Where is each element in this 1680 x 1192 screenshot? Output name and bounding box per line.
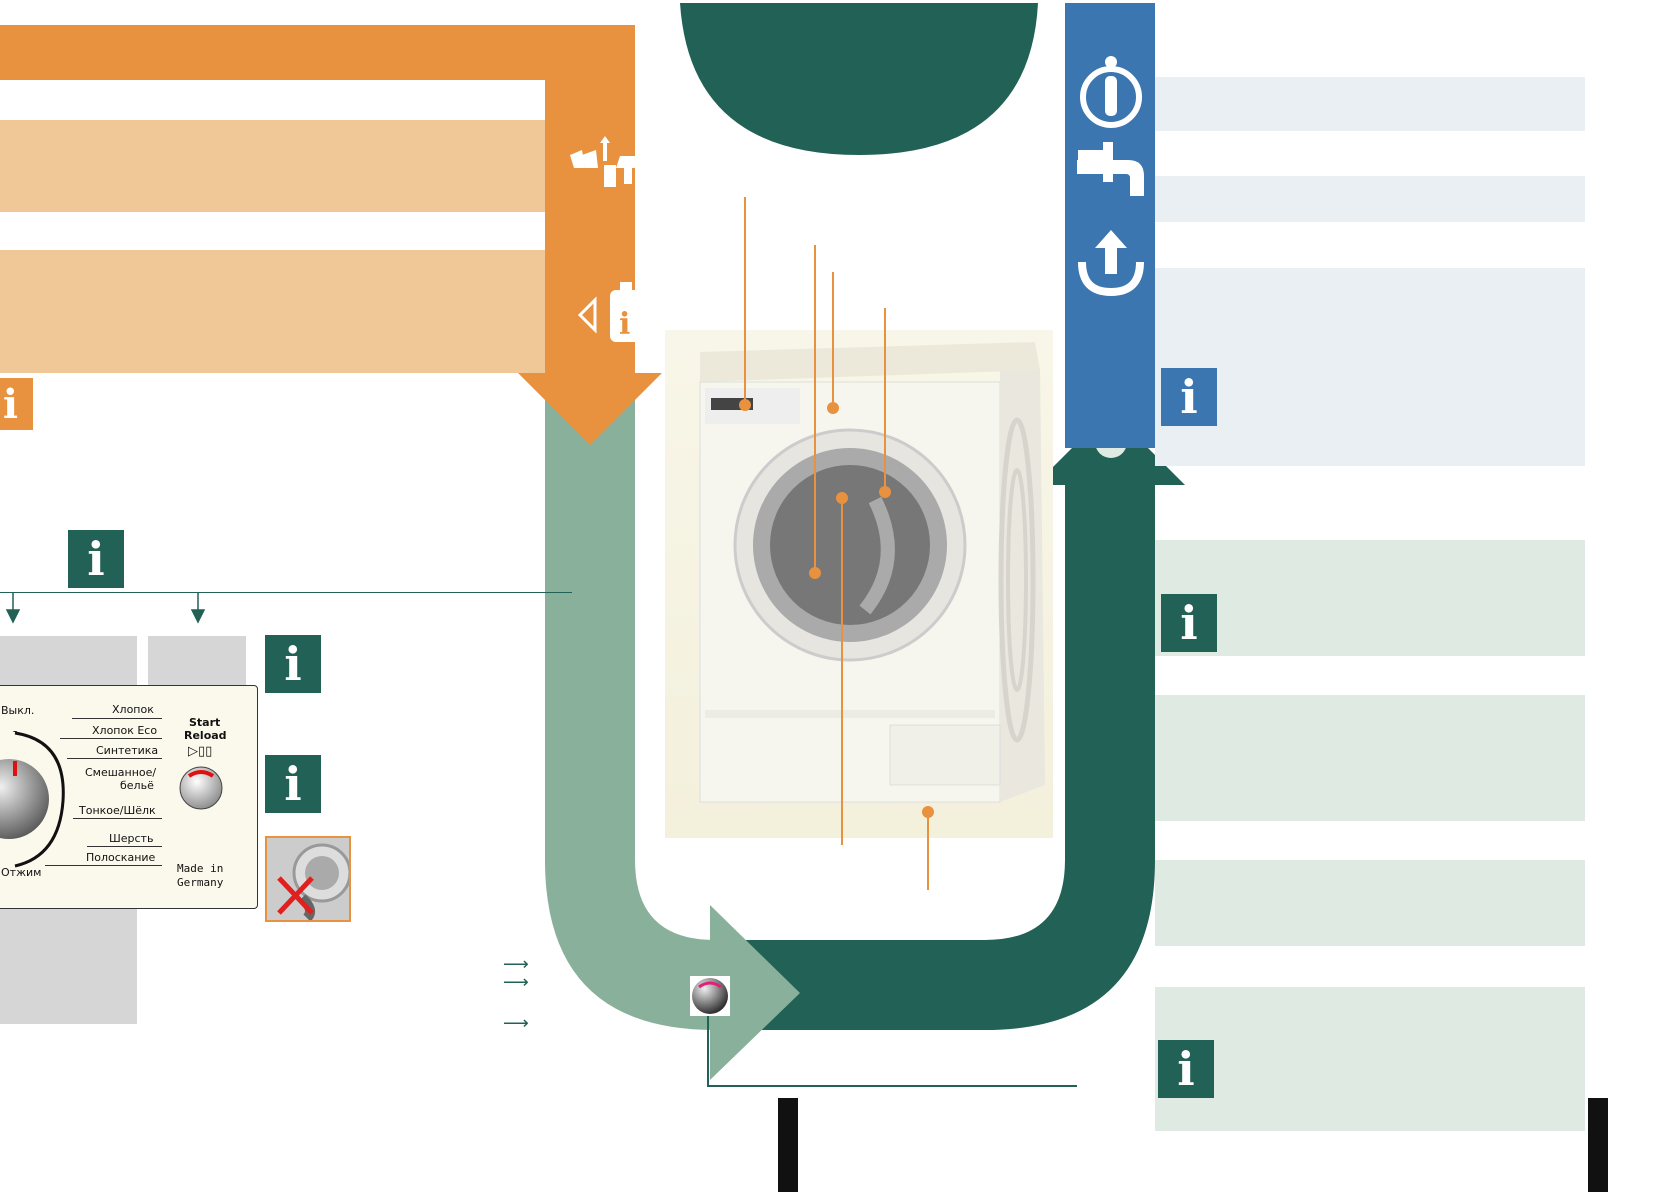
controls-divider <box>0 592 572 593</box>
black-marker-right <box>1588 1098 1608 1192</box>
line <box>73 818 162 819</box>
washing-machine-image <box>665 330 1053 838</box>
blue-panel-3 <box>1155 268 1585 466</box>
green-info-icon-2: i <box>1158 1040 1214 1098</box>
unload-icon <box>1078 261 1144 297</box>
program-rinse: Полоскание <box>86 851 156 864</box>
line <box>45 865 162 866</box>
program-wool: Шерсть <box>109 832 154 845</box>
made-in-country: Germany <box>177 876 224 889</box>
line <box>87 846 162 847</box>
arrow-ref-2: ⟶ <box>503 972 529 992</box>
program-cotton: Хлопок <box>112 703 154 716</box>
made-in-label: Made in <box>177 862 224 875</box>
no-pets-in-drum-icon <box>265 836 352 922</box>
program-mixed: Смешанное/ <box>85 766 157 779</box>
program-mixed-2: бельё <box>120 779 154 792</box>
orange-info-box <box>0 378 33 430</box>
sort-laundry-icon <box>570 136 644 187</box>
arrow-ref-1: ⟶ <box>503 954 529 974</box>
green-panel-2 <box>1155 695 1585 821</box>
blue-panel-1 <box>1155 77 1585 131</box>
blue-panel-2 <box>1155 176 1585 222</box>
dark-green-band <box>740 470 1155 1030</box>
knob-connector <box>707 1015 1077 1087</box>
program-knob[interactable] <box>0 731 67 871</box>
detergent-info-icon: i <box>577 282 642 342</box>
control-panel: Выкл. Хлопок Хлопок Eco Синтетика Смешан… <box>0 685 258 909</box>
program-delicate: Тонкое/Шёлк <box>79 804 156 817</box>
off-label: Выкл. <box>1 704 35 717</box>
start-pause-symbol: ▷▯▯ <box>188 744 213 759</box>
program-selector-knob-icon <box>690 976 730 1016</box>
info-circle-icon <box>1080 56 1142 128</box>
orange-panel-1 <box>0 120 545 212</box>
top-green-semicircle <box>680 3 1038 155</box>
controls-arrows <box>5 592 206 624</box>
line <box>72 718 162 719</box>
light-green-band <box>545 400 760 1030</box>
orange-arrow-head <box>518 373 662 445</box>
program-synthetics: Синтетика <box>96 744 159 757</box>
grey-column-2 <box>148 636 246 686</box>
line <box>67 758 162 759</box>
green-panel-4 <box>1155 987 1585 1131</box>
black-marker-left <box>778 1098 798 1192</box>
orange-panel-2 <box>0 250 545 373</box>
svg-text:i: i <box>619 307 630 342</box>
start-label-2: Reload <box>184 729 227 742</box>
water-tap-icon <box>1077 142 1144 196</box>
blue-info-icon: i <box>1161 368 1217 426</box>
orange-info-glyph: i <box>2 380 19 428</box>
panel-info-icon-2: i <box>265 755 321 813</box>
orange-top-band <box>0 25 635 80</box>
green-panel-3 <box>1155 860 1585 946</box>
line <box>60 738 162 739</box>
green-right-arrow-head <box>710 905 800 1080</box>
panel-info-icon-1: i <box>265 635 321 693</box>
program-cotton-eco: Хлопок Eco <box>92 724 158 737</box>
start-button[interactable] <box>177 764 225 812</box>
green-panel-1 <box>1155 540 1585 656</box>
arrow-ref-3: ⟶ <box>503 1013 529 1033</box>
green-info-icon-1: i <box>1161 594 1217 652</box>
controls-info-icon: i <box>68 530 124 588</box>
spin-label: Отжим <box>1 866 42 879</box>
start-label-1: Start <box>189 716 221 729</box>
